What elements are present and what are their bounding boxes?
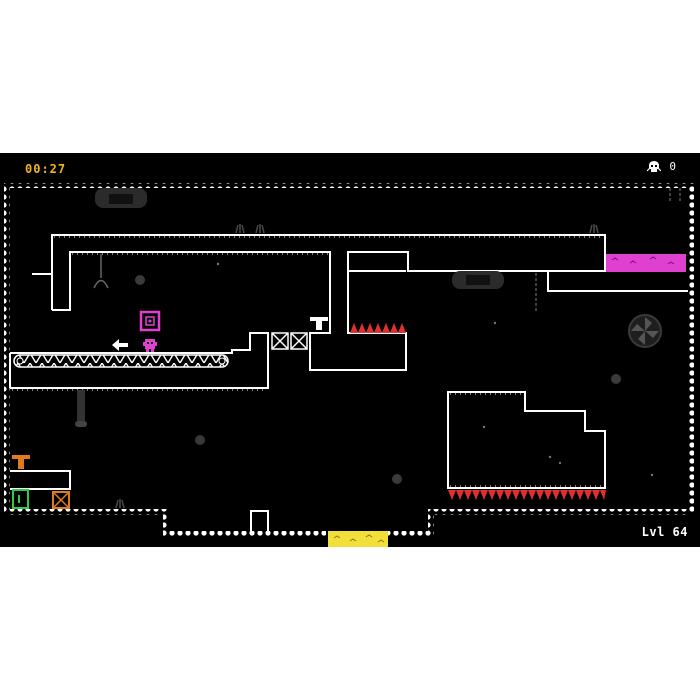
skull-icon: [647, 160, 662, 172]
exit-door-icon[interactable]: [12, 489, 29, 509]
level-map: [4, 183, 694, 547]
death-counter: 0: [647, 160, 676, 173]
background-dust: [216, 262, 654, 477]
timer-display: 00:27: [25, 162, 67, 176]
arrow-left-icon: [112, 339, 128, 351]
acid-pool: [606, 254, 686, 272]
wall-pipe: [75, 390, 87, 427]
lava-pool: [328, 531, 388, 547]
spikes-top: [350, 323, 406, 333]
ceiling-machine-right: [452, 271, 504, 289]
walls: [9, 234, 688, 531]
switch-block[interactable]: [139, 310, 161, 332]
spring-white[interactable]: [310, 317, 328, 330]
spring-orange[interactable]: [12, 455, 30, 469]
ceiling-machine-left: [95, 188, 147, 208]
game-viewport: 00:27 0 Lvl 64: [0, 153, 700, 547]
hanging-chain: [535, 188, 681, 311]
death-count: 0: [669, 160, 676, 173]
hanging-chain-hook: [93, 254, 109, 289]
crate-orange[interactable]: [52, 491, 70, 509]
spikes-hanging: [448, 490, 606, 500]
crate-row: [271, 332, 308, 350]
conveyor-belt: [13, 354, 229, 368]
cave-border: [4, 183, 694, 537]
wall-speckles: [12, 236, 603, 487]
player-icon[interactable]: [143, 339, 157, 352]
background-gears: [135, 275, 621, 484]
fan-icon: [628, 314, 662, 348]
background-grass: [115, 224, 599, 509]
level-label: Lvl 64: [641, 525, 688, 539]
